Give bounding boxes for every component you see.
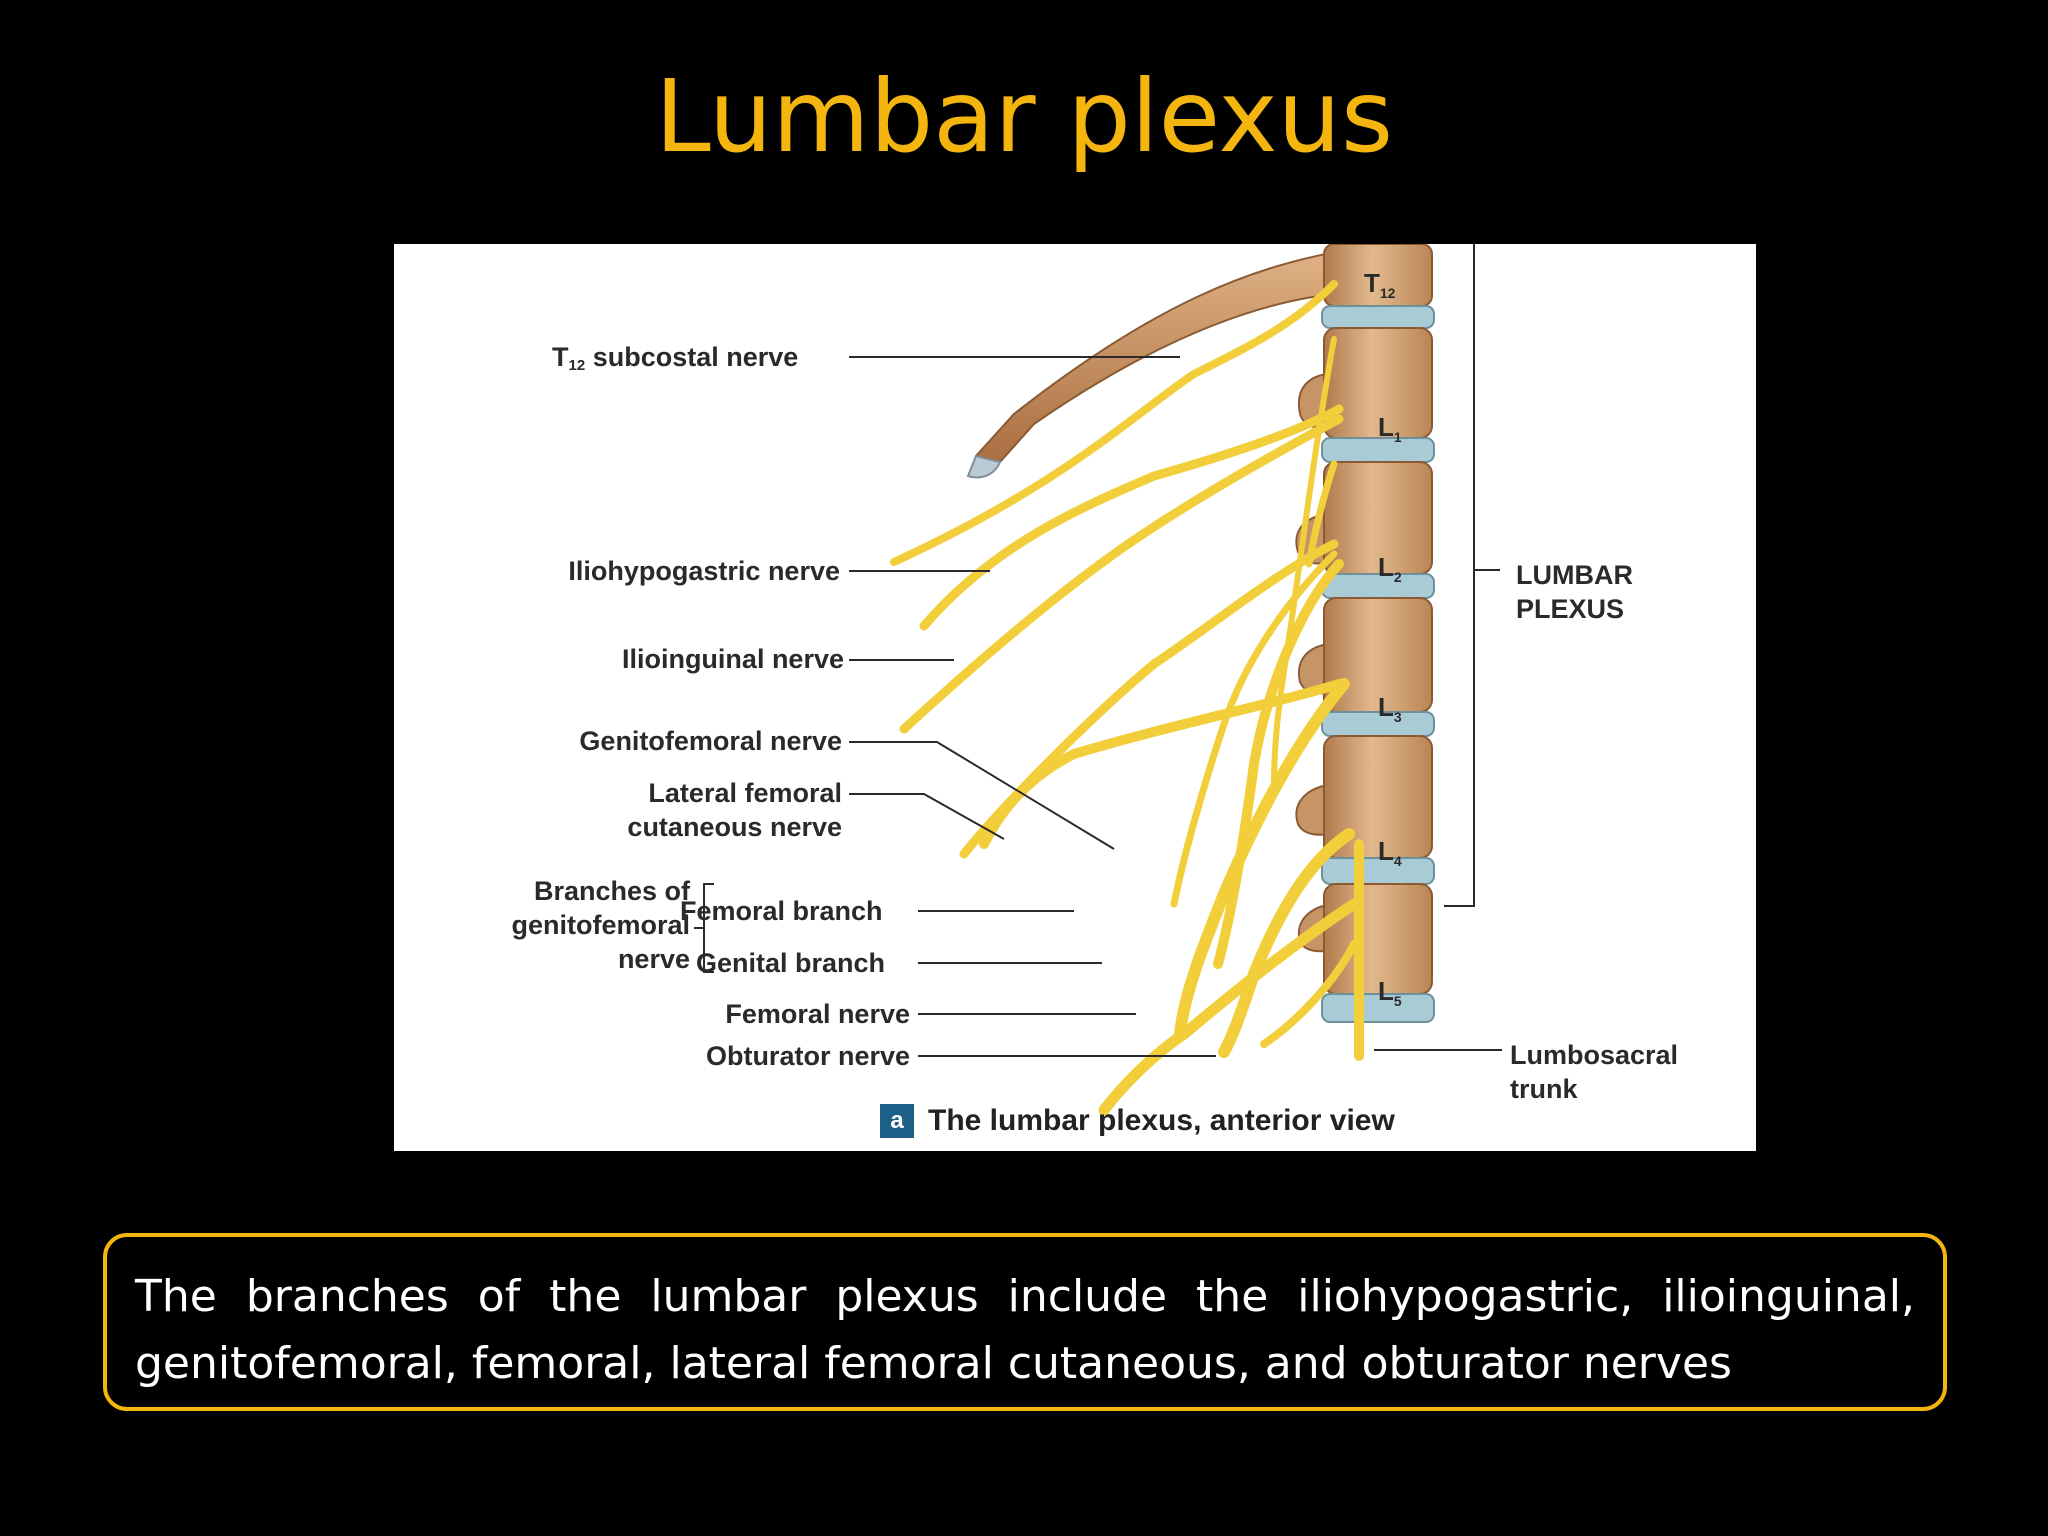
rib xyxy=(966,246,1366,479)
caption-badge: a xyxy=(880,1104,914,1138)
slide-title: Lumbar plexus xyxy=(654,58,1394,175)
label-genital-branch: Genital branch xyxy=(696,948,886,978)
lumbar-plexus-figure: T12 L1 L2 L3 L4 L5 T12 subcostal nerve I… xyxy=(394,244,1756,1151)
leader-lines xyxy=(694,244,1502,1057)
label-femoral-nerve: Femoral nerve xyxy=(725,999,910,1029)
caption-text: The lumbar plexus, anterior view xyxy=(928,1104,1395,1137)
vertebra-label-l3: L3 xyxy=(1378,692,1402,726)
nerves xyxy=(890,280,1365,1116)
label-iliohypogastric-nerve: Iliohypogastric nerve xyxy=(568,556,840,586)
label-genitofemoral-nerve: Genitofemoral nerve xyxy=(579,726,842,756)
summary-text: The branches of the lumbar plexus includ… xyxy=(135,1271,1915,1389)
vertebral-column xyxy=(1321,244,1435,1023)
label-obturator-nerve: Obturator nerve xyxy=(705,1041,910,1071)
figure-caption: a The lumbar plexus, anterior view xyxy=(880,1104,1395,1138)
vertebra-label-l1: L1 xyxy=(1378,412,1402,446)
vertebra-label-l2: L2 xyxy=(1378,552,1402,586)
label-subcostal-nerve: T12 subcostal nerve xyxy=(552,342,799,374)
label-ilioinguinal-nerve: Ilioinguinal nerve xyxy=(621,644,844,674)
vertebra-label-t12: T12 xyxy=(1364,268,1396,302)
summary-box: The branches of the lumbar plexus includ… xyxy=(103,1233,1947,1411)
vertebra-label-l5: L5 xyxy=(1378,976,1402,1010)
vertebra-label-l4: L4 xyxy=(1378,836,1402,870)
anatomy-illustration xyxy=(694,244,1502,1116)
label-femoral-branch: Femoral branch xyxy=(680,896,883,926)
